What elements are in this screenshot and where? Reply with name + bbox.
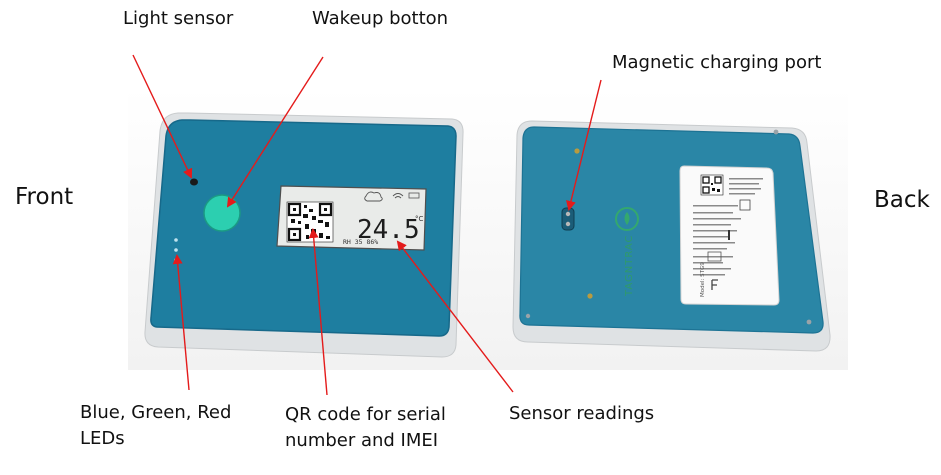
arrow-magnetic-port	[566, 79, 602, 211]
arrow-qr-code	[308, 228, 328, 396]
back-brand-text: TAGNTRAC	[624, 234, 635, 297]
callout-qr-line1: QR code for serial	[285, 404, 446, 425]
front-device: 24.5 °C RH 35 86%	[144, 112, 464, 358]
label-model-text: Model: STG9	[700, 262, 706, 297]
front-label: Front	[15, 184, 74, 210]
display-secondary: RH 35 86%	[343, 238, 378, 246]
display-reading: 24.5	[357, 215, 420, 245]
callout-wakeup-button: Wakeup botton	[312, 8, 449, 29]
brand-logo-icon	[615, 207, 639, 231]
wakeup-button	[203, 194, 241, 232]
arrow-wakeup-button	[226, 56, 324, 208]
qr-code	[286, 201, 334, 243]
arrow-leds	[172, 254, 190, 391]
back-device: TAGNTRAC Model: STG9	[512, 120, 831, 352]
light-sensor	[190, 178, 198, 186]
callout-leds-line2: LEDs	[80, 428, 125, 449]
magnetic-charging-port	[561, 207, 575, 231]
arrow-sensor-readings	[396, 240, 514, 393]
display-unit: °C	[415, 215, 424, 223]
arrow-light-sensor	[132, 54, 193, 179]
callout-magnetic-port: Magnetic charging port	[612, 52, 822, 73]
callout-sensor-readings: Sensor readings	[509, 403, 655, 424]
callout-arrows	[132, 54, 602, 396]
callout-light-sensor: Light sensor	[123, 8, 234, 29]
callout-leds-line1: Blue, Green, Red	[80, 402, 232, 423]
callout-qr-line2: number and IMEI	[285, 430, 439, 451]
back-label: Back	[874, 187, 930, 213]
